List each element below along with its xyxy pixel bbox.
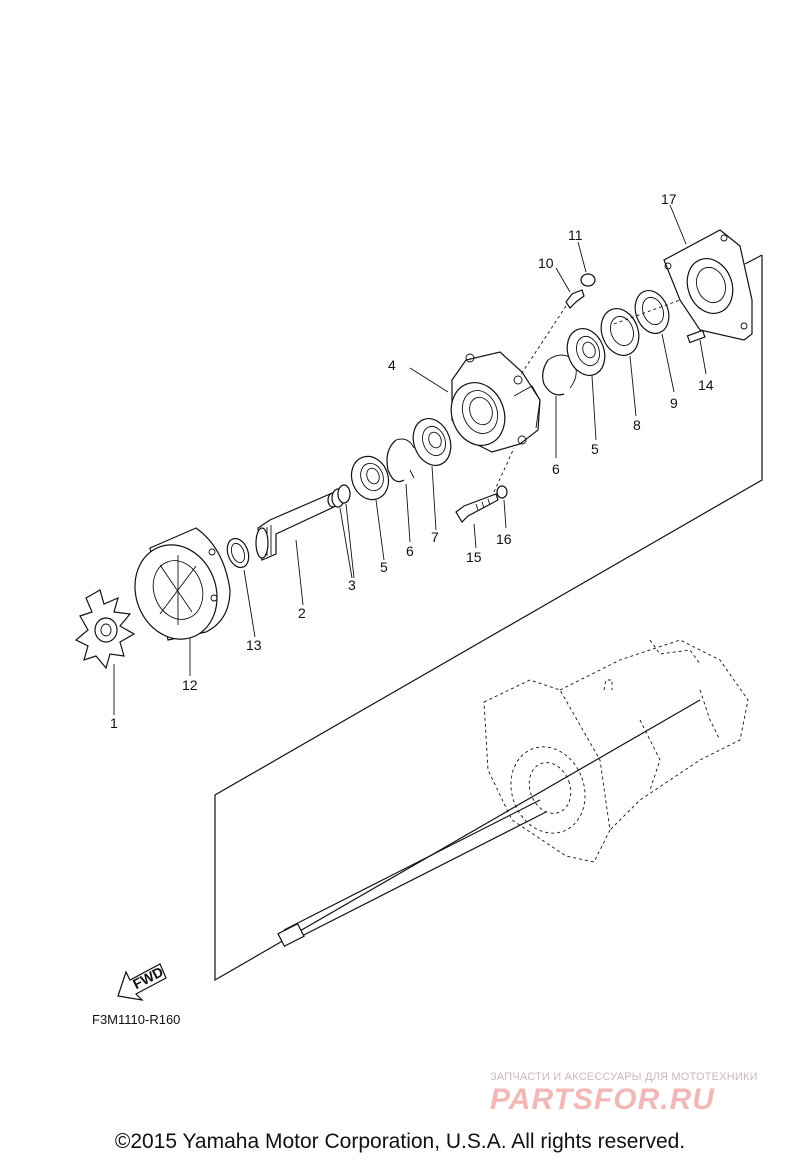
callout-labels: 1 2 3 4 5 5 6 6 7 8 9 10 11 12 13 14 15 …: [110, 191, 714, 731]
callout-10: 10: [538, 255, 554, 271]
callout-2: 2: [298, 605, 306, 621]
callout-3: 3: [348, 577, 356, 593]
fwd-arrow-icon: FWD: [117, 963, 167, 1001]
callout-8: 8: [633, 417, 641, 433]
part-5-bearing-left[interactable]: [346, 451, 395, 505]
callout-6-left: 6: [406, 543, 414, 559]
callout-14: 14: [698, 377, 714, 393]
callout-9: 9: [670, 395, 678, 411]
part-15-bolt[interactable]: [455, 493, 499, 523]
part-11-cap[interactable]: [580, 273, 596, 287]
callout-5-right: 5: [591, 441, 599, 457]
leader-lines: [113, 204, 707, 715]
callout-15: 15: [466, 549, 482, 565]
part-10-grease-nipple[interactable]: [565, 289, 585, 309]
part-3-rings[interactable]: [331, 484, 351, 508]
callout-1: 1: [110, 715, 118, 731]
watermark-logo: PARTSFOR.RU: [490, 1083, 715, 1116]
callout-11: 11: [568, 227, 583, 243]
watermark-tagline: ЗАПЧАСТИ И АКСЕССУАРЫ ДЛЯ МОТОТЕХНИКИ: [490, 1071, 758, 1083]
pump-housing-assembly[interactable]: [483, 639, 749, 863]
callout-17: 17: [661, 191, 677, 207]
callout-6-right: 6: [552, 461, 560, 477]
callout-4: 4: [388, 357, 396, 373]
copyright-footer: ©2015 Yamaha Motor Corporation, U.S.A. A…: [114, 1130, 686, 1153]
callout-13: 13: [246, 637, 262, 653]
part-1-coupler-damper[interactable]: [74, 589, 136, 670]
long-shaft[interactable]: [277, 799, 547, 948]
part-17-cover[interactable]: [663, 229, 753, 341]
callout-16: 16: [496, 531, 512, 547]
part-16-washer[interactable]: [496, 485, 508, 499]
part-7-bearing[interactable]: [407, 413, 457, 470]
figure-code: F3M1110-R160: [92, 1012, 181, 1027]
part-5-bearing-right[interactable]: [561, 323, 611, 380]
callout-5-left: 5: [380, 559, 388, 575]
part-12-coupling[interactable]: [122, 527, 231, 651]
part-4-bearing-housing[interactable]: [443, 351, 541, 453]
part-6-circlip-left[interactable]: [386, 438, 415, 483]
assembly-boundary: [214, 254, 763, 982]
part-8-bearing[interactable]: [595, 303, 645, 360]
callout-12: 12: [182, 677, 198, 693]
part-14-dowel-pin[interactable]: [686, 329, 706, 344]
part-13-ring[interactable]: [223, 535, 252, 570]
callout-7: 7: [431, 529, 439, 545]
part-9-oil-seal[interactable]: [629, 286, 674, 338]
